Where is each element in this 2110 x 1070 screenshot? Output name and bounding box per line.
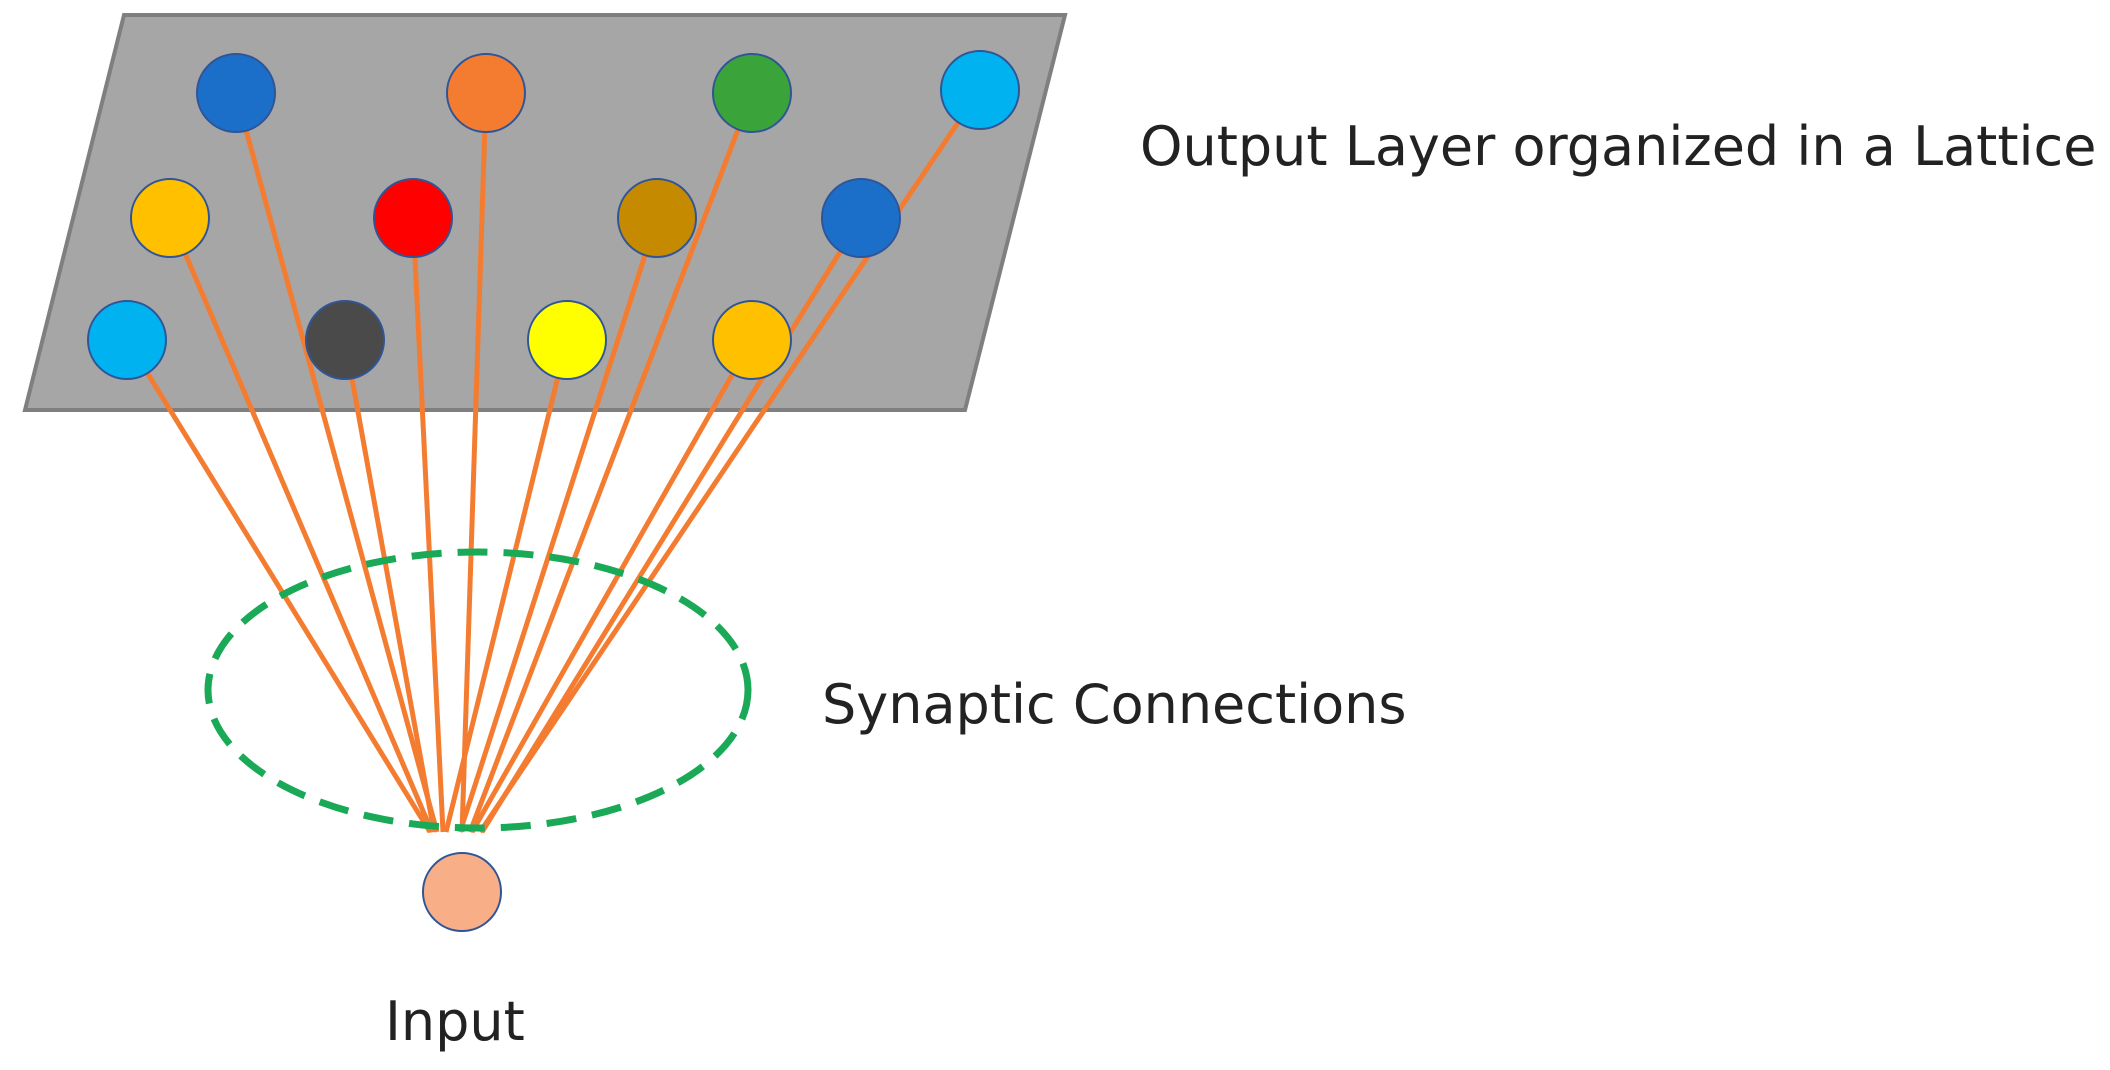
synaptic-connection-line xyxy=(479,216,864,834)
output-nodes xyxy=(87,50,1020,380)
synaptic-connection-line xyxy=(459,92,489,833)
synaptic-connection-line xyxy=(457,217,660,833)
synaptic-connections xyxy=(124,88,983,834)
synaptic-connection-line xyxy=(167,217,435,833)
output-node xyxy=(446,53,526,133)
input-node xyxy=(422,852,502,932)
synaptic-connections-ellipse xyxy=(204,548,752,832)
output-node xyxy=(196,53,276,133)
output-node xyxy=(373,178,453,258)
synaptic-connection-line xyxy=(467,92,755,833)
synaptic-connection-line xyxy=(124,338,433,834)
synaptic-connection-line xyxy=(233,92,440,833)
output-node xyxy=(87,300,167,380)
output-node xyxy=(712,53,792,133)
synaptic-connection-line xyxy=(443,339,570,833)
synaptic-connection-line xyxy=(410,217,446,833)
output-layer-label: Output Layer organized in a Lattice xyxy=(1140,115,2097,178)
synaptic-connections-label: Synaptic Connections xyxy=(822,673,1407,736)
output-node xyxy=(305,300,385,380)
synaptic-connection-line xyxy=(342,339,437,833)
output-node xyxy=(527,300,607,380)
output-node xyxy=(130,178,210,258)
output-node xyxy=(617,178,697,258)
output-node xyxy=(821,178,901,258)
output-node xyxy=(712,300,792,380)
synaptic-connection-line xyxy=(469,338,755,834)
input-label: Input xyxy=(385,990,525,1053)
output-node xyxy=(940,50,1020,130)
